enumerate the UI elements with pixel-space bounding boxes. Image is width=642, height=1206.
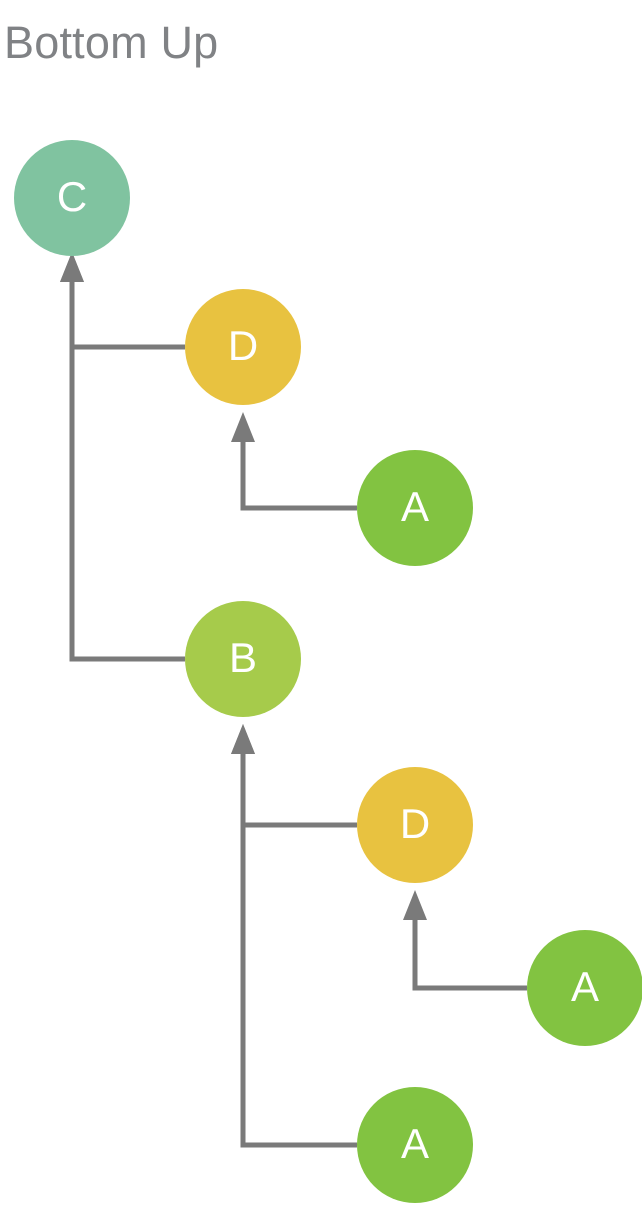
node-label: C <box>56 173 88 220</box>
node-label: B <box>228 634 257 681</box>
node-c-root[interactable]: C <box>14 140 130 256</box>
node-label: A <box>400 483 429 530</box>
node-label: A <box>400 1120 429 1167</box>
node-label: D <box>227 322 259 369</box>
node-d-lower[interactable]: D <box>357 767 473 883</box>
edge-a-right-to-d-lower <box>403 890 527 991</box>
edge-a-upper-to-d-upper <box>231 412 357 511</box>
edge-b-mid-to-c <box>60 252 185 662</box>
node-a-bottom[interactable]: A <box>357 1087 473 1203</box>
node-a-upper[interactable]: A <box>357 450 473 566</box>
node-d-upper[interactable]: D <box>185 289 301 405</box>
node-label: D <box>399 800 431 847</box>
node-b-mid[interactable]: B <box>185 601 301 717</box>
node-label: A <box>570 963 599 1010</box>
edge-a-bottom-to-b-mid <box>231 724 357 1148</box>
node-a-right[interactable]: A <box>527 930 642 1046</box>
page-title: Bottom Up <box>4 17 219 68</box>
